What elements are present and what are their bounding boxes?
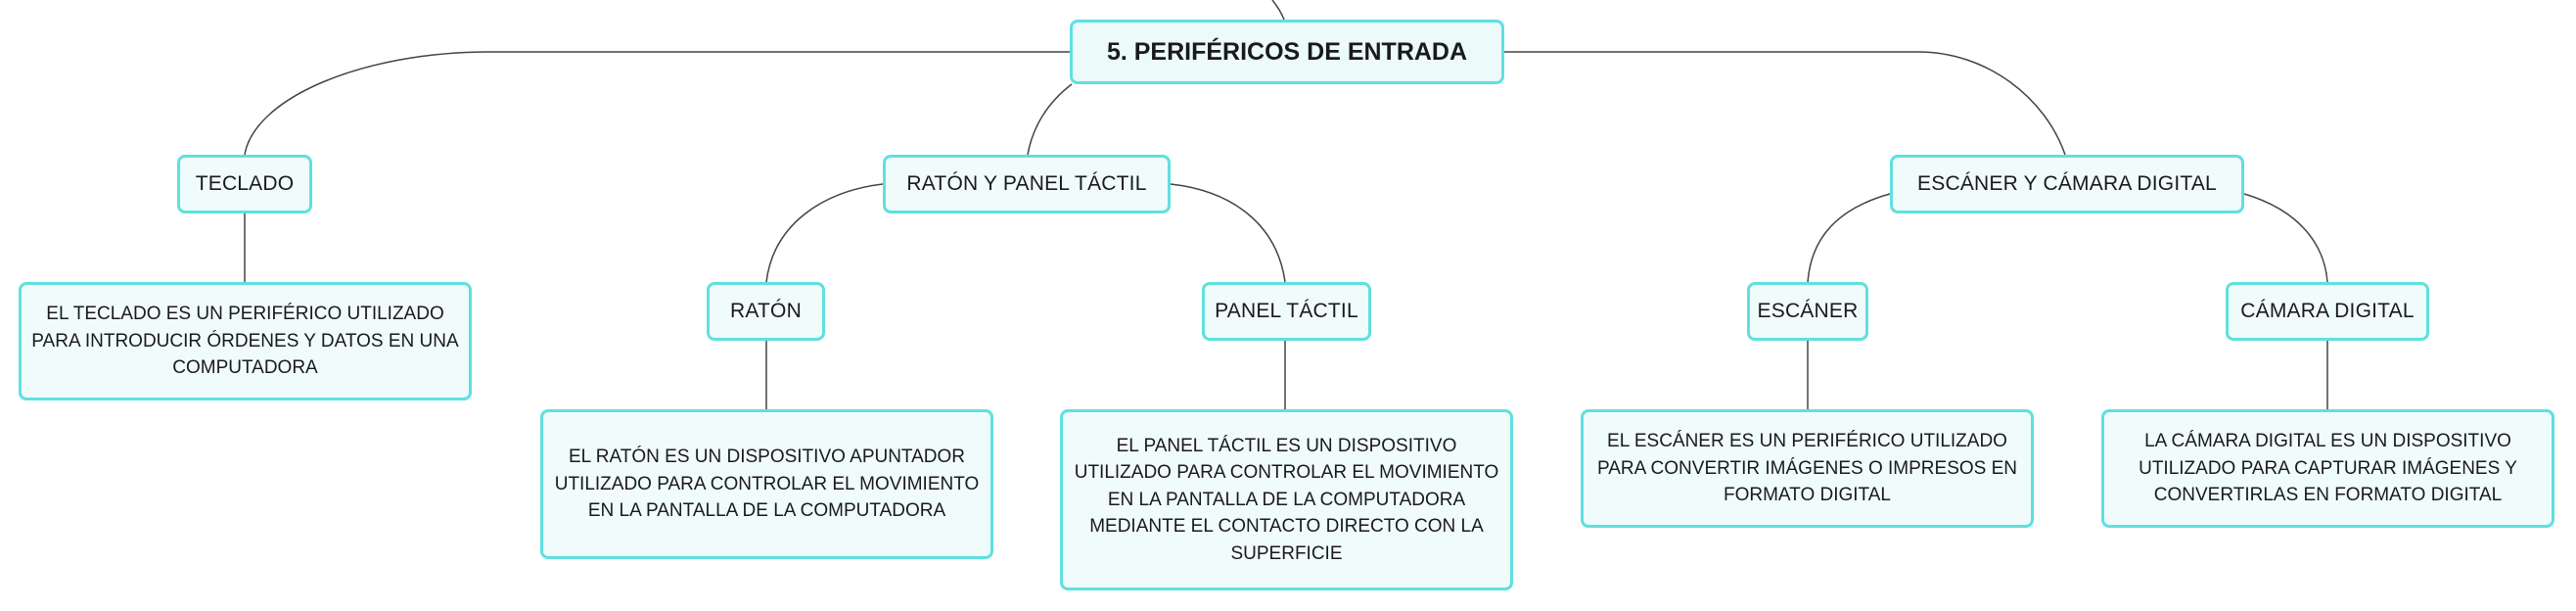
topic-raton-panel[interactable]: RATÓN Y PANEL TÁCTIL xyxy=(883,155,1171,213)
connector-esc-cam-camara xyxy=(2243,193,2328,283)
teclado-description-text: EL TECLADO ES UN PERIFÉRICO UTILIZADO PA… xyxy=(31,304,459,379)
topic-raton-label: RATÓN xyxy=(730,300,802,322)
raton-description[interactable]: EL RATÓN ES UN DISPOSITIVO APUNTADOR UTI… xyxy=(540,409,993,559)
panel-tactil-description-text: EL PANEL TÁCTIL ES UN DISPOSITIVO UTILIZ… xyxy=(1074,435,1499,564)
escaner-description[interactable]: EL ESCÁNER ES UN PERIFÉRICO UTILIZADO PA… xyxy=(1581,409,2034,528)
connector-raton-panel-panel xyxy=(1170,183,1286,283)
connector-root-raton-panel xyxy=(1027,83,1073,156)
topic-raton-panel-label: RATÓN Y PANEL TÁCTIL xyxy=(906,172,1147,195)
topic-escaner-label: ESCÁNER xyxy=(1757,300,1859,322)
raton-description-text: EL RATÓN ES UN DISPOSITIVO APUNTADOR UTI… xyxy=(554,446,980,522)
topic-panel-tactil-label: PANEL TÁCTIL xyxy=(1215,300,1358,322)
connector-esc-cam-escaner xyxy=(1807,193,1891,283)
root-topic[interactable]: 5. PERIFÉRICOS DE ENTRADA xyxy=(1070,20,1504,84)
camara-digital-description-text: LA CÁMARA DIGITAL ES UN DISPOSITIVO UTIL… xyxy=(2139,431,2517,506)
connector-raton-panel-raton xyxy=(765,183,884,283)
teclado-description[interactable]: EL TECLADO ES UN PERIFÉRICO UTILIZADO PA… xyxy=(19,282,472,400)
topic-panel-tactil[interactable]: PANEL TÁCTIL xyxy=(1202,282,1371,341)
topic-escaner-camara-label: ESCÁNER Y CÁMARA DIGITAL xyxy=(1917,172,2217,195)
topic-camara-digital-label: CÁMARA DIGITAL xyxy=(2240,300,2415,322)
topic-teclado-label: TECLADO xyxy=(195,172,295,195)
camara-digital-description[interactable]: LA CÁMARA DIGITAL ES UN DISPOSITIVO UTIL… xyxy=(2101,409,2554,528)
connector-root-teclado xyxy=(244,51,1070,156)
topic-escaner-camara[interactable]: ESCÁNER Y CÁMARA DIGITAL xyxy=(1890,155,2244,213)
topic-camara-digital[interactable]: CÁMARA DIGITAL xyxy=(2226,282,2429,341)
topic-teclado[interactable]: TECLADO xyxy=(177,155,312,213)
connector-root-escaner-camara xyxy=(1504,51,2066,156)
connector-parent xyxy=(1271,0,1285,21)
panel-tactil-description[interactable]: EL PANEL TÁCTIL ES UN DISPOSITIVO UTILIZ… xyxy=(1060,409,1513,590)
topic-escaner[interactable]: ESCÁNER xyxy=(1747,282,1868,341)
root-topic-label: 5. PERIFÉRICOS DE ENTRADA xyxy=(1106,37,1468,66)
escaner-description-text: EL ESCÁNER ES UN PERIFÉRICO UTILIZADO PA… xyxy=(1597,431,2017,506)
topic-raton[interactable]: RATÓN xyxy=(707,282,825,341)
